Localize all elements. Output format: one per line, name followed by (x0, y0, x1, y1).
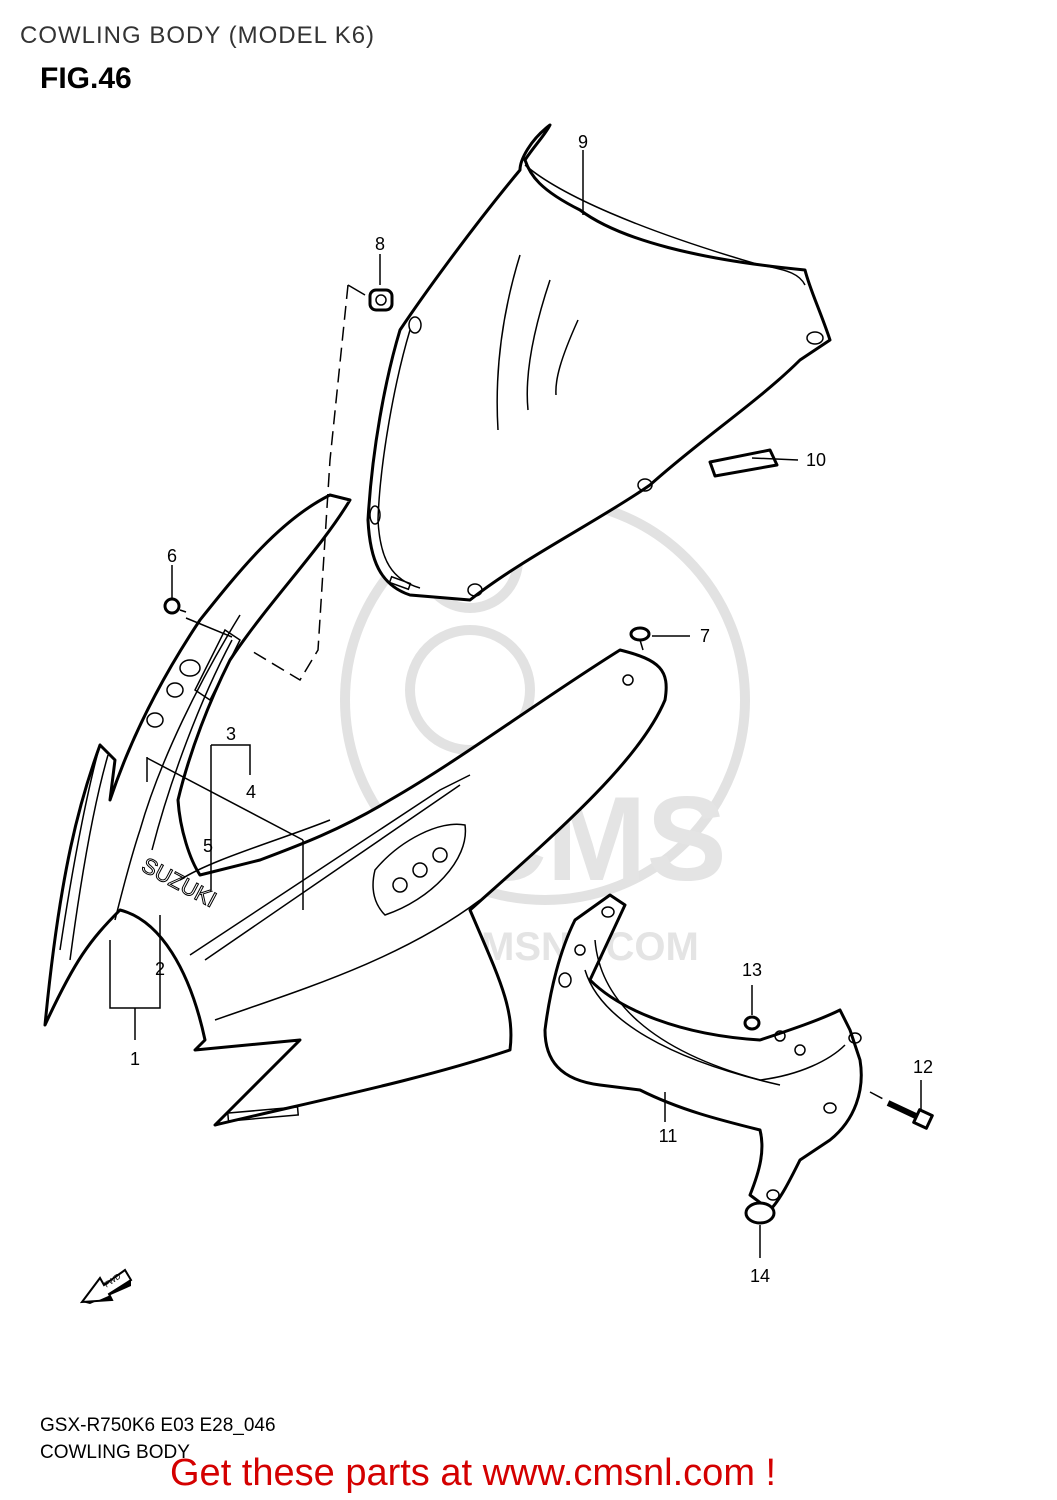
callout-13: 13 (742, 960, 762, 980)
assembly-line (869, 1091, 888, 1102)
cushion-strip (708, 448, 779, 478)
shop-link[interactable]: Get these parts at www.cmsnl.com ! (170, 1452, 777, 1494)
callout-9: 9 (578, 132, 588, 152)
callout-5: 5 (203, 836, 213, 856)
cowling-brace (543, 893, 863, 1212)
callout-3: 3 (226, 724, 236, 744)
callout-11: 11 (659, 1126, 678, 1146)
callout-6: 6 (167, 546, 177, 566)
damper (744, 1201, 776, 1225)
windscreen (366, 123, 832, 602)
grommet (743, 1015, 761, 1031)
assembly-line (249, 284, 349, 682)
forward-arrow-icon: FWD (79, 1268, 133, 1304)
well-nut (368, 288, 394, 312)
cowling-body: SUZUKI (43, 493, 668, 1127)
callout-10: 10 (806, 450, 826, 470)
callout-7: 7 (700, 626, 710, 646)
diagram-title: COWLING BODY (40, 1442, 190, 1463)
screw-6 (163, 597, 187, 615)
callout-2: 2 (155, 959, 165, 979)
bolt (886, 1100, 934, 1130)
callout-4: 4 (246, 782, 256, 802)
diagram-code: GSX-R750K6 E03 E28_046 (40, 1415, 276, 1436)
leader-lines (109, 150, 922, 1258)
figure-number: FIG.46 (40, 62, 132, 95)
callout-1: 1 (130, 1049, 140, 1069)
callout-12: 12 (913, 1057, 933, 1077)
callout-8: 8 (375, 234, 385, 254)
screw-7 (629, 626, 651, 651)
callout-14: 14 (750, 1266, 770, 1286)
page-title: COWLING BODY (MODEL K6) (20, 22, 376, 49)
